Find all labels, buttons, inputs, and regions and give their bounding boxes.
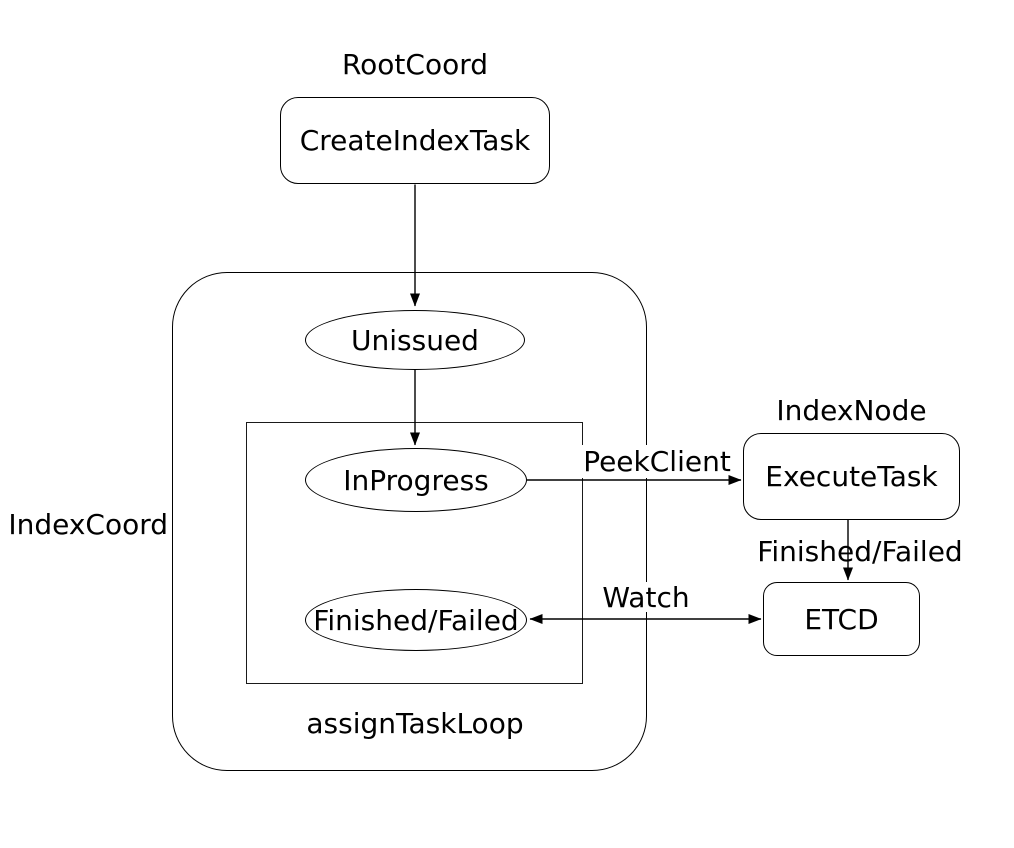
root-coord-label: RootCoord (341, 47, 489, 81)
index-coord-label: IndexCoord (8, 507, 168, 541)
state-finished-failed: Finished/Failed (305, 589, 527, 651)
edge-label-peek-client: PeekClient (581, 445, 733, 478)
assign-task-loop-label: assignTaskLoop (306, 706, 524, 740)
state-unissued: Unissued (305, 310, 525, 370)
state-in-progress-label: InProgress (343, 463, 489, 497)
node-execute-task: ExecuteTask (743, 433, 960, 520)
node-execute-task-label: ExecuteTask (765, 460, 938, 493)
edge-label-finished-failed: Finished/Failed (757, 535, 963, 568)
state-unissued-label: Unissued (351, 323, 479, 357)
state-finished-failed-label: Finished/Failed (313, 603, 519, 637)
state-in-progress: InProgress (305, 448, 527, 512)
node-etcd: ETCD (763, 582, 920, 656)
index-coord-container (172, 272, 647, 771)
node-create-index-task: CreateIndexTask (280, 97, 550, 184)
index-node-label: IndexNode (776, 393, 927, 427)
node-create-index-task-label: CreateIndexTask (299, 124, 531, 157)
edge-label-watch: Watch (598, 581, 694, 614)
node-etcd-label: ETCD (804, 602, 879, 636)
